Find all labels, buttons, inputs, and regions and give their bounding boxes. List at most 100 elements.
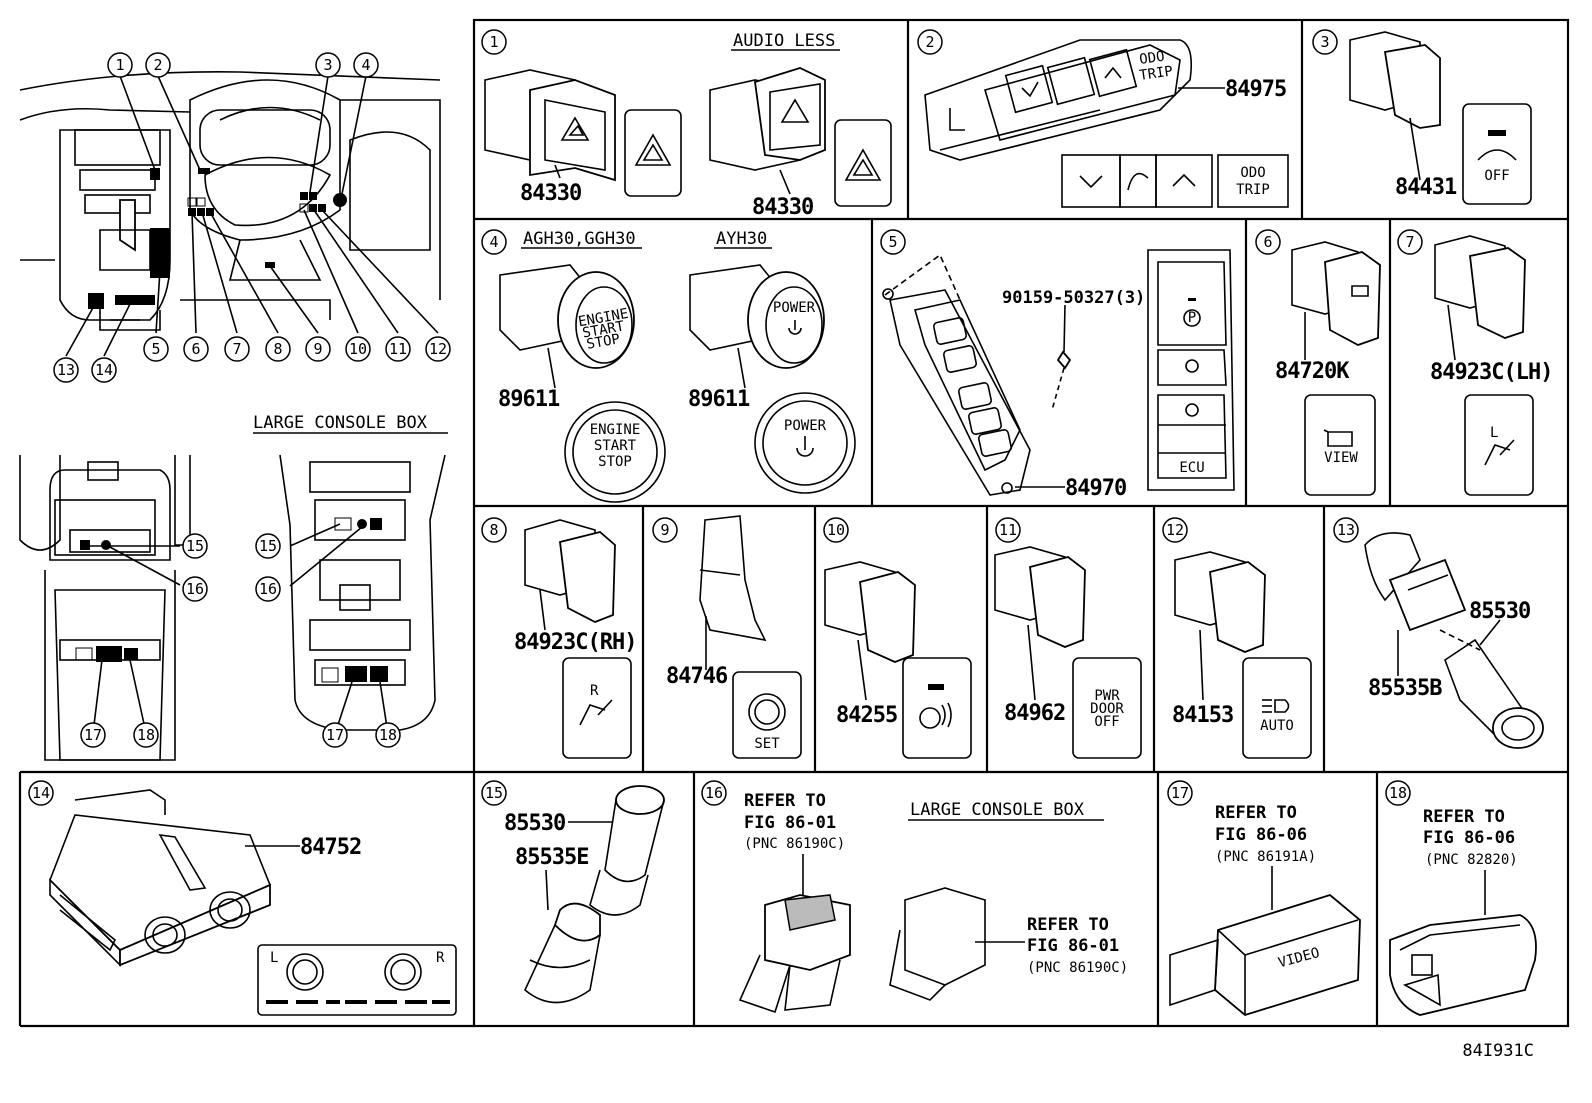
overview-callout-9: 9: [305, 336, 331, 362]
panel-1-title: AUDIO LESS: [733, 31, 835, 51]
panel-4-variant-b: AYH30: [716, 229, 767, 249]
overview-callout-7-label: 7: [232, 340, 241, 358]
console-callout-16-a: 16: [182, 576, 208, 602]
panel-3-number: 3: [1312, 29, 1338, 55]
panel-16-title: LARGE CONSOLE BOX: [910, 800, 1085, 820]
panel-6-number-label: 6: [1263, 233, 1272, 251]
panel-4-part-a: 89611: [498, 387, 560, 412]
console-callout-16-a-label: 16: [186, 580, 204, 598]
panel-17: REFER TO FIG 86-06 (PNC 86191A) VIDEO: [1169, 803, 1361, 1017]
overview-callout-11-label: 11: [389, 340, 407, 358]
panel-4-variant-a: AGH30,GGH30: [523, 229, 636, 249]
panel-6-btn: VIEW: [1324, 450, 1358, 466]
panel-18-ref-1: REFER TO: [1423, 807, 1505, 827]
panel-5-bolt: 90159-50327(3): [1002, 288, 1145, 308]
panel-7-number-label: 7: [1405, 233, 1414, 251]
panel-2: ODO TRIP ODO TRIP 84975: [924, 39, 1289, 208]
panel-4-btn-b: POWER: [784, 418, 827, 434]
overview-callout-10-label: 10: [349, 340, 367, 358]
panel-5-number-label: 5: [888, 233, 897, 251]
panel-8-btn: R: [590, 683, 599, 699]
panel-14-part: 84752: [300, 835, 361, 860]
panel-4-btn-a2: START: [594, 438, 637, 454]
panel-18: REFER TO FIG 86-06 (PNC 82820): [1389, 807, 1537, 1016]
panel-10-number: 10: [823, 517, 849, 543]
panel-18-number-label: 18: [1389, 784, 1407, 802]
panel-17-ref-3: (PNC 86191A): [1215, 849, 1316, 865]
panel-9-number: 9: [652, 517, 678, 543]
panel-14-dial-r: R: [436, 950, 445, 966]
panel-4-small-b: POWER: [773, 300, 816, 316]
panel-2-trip: TRIP: [1236, 182, 1270, 198]
panel-7-part: 84923C(LH): [1430, 360, 1552, 385]
panel-8-part: 84923C(RH): [514, 630, 636, 655]
panel-1-part-b: 84330: [752, 195, 813, 220]
overview-callout-6: 6: [183, 336, 209, 362]
panel-4-number-label: 4: [489, 233, 498, 251]
panel-2-number-label: 2: [925, 33, 934, 51]
panel-11: PWR DOOR OFF 84962: [994, 546, 1142, 759]
panel-11-btn-2: DOOR: [1090, 701, 1124, 717]
overview-callout-5: 5: [143, 336, 169, 362]
panel-9-btn: SET: [754, 736, 780, 752]
panel-1-number-label: 1: [489, 33, 498, 51]
panel-16: REFER TO FIG 86-01 (PNC 86190C) LARGE CO…: [738, 791, 1128, 1014]
panel-16-ref-b-3: (PNC 86190C): [1027, 960, 1128, 976]
panel-3-btn: OFF: [1484, 168, 1509, 184]
panel-6: VIEW 84720K: [1275, 241, 1381, 496]
panel-3-part: 84431: [1395, 175, 1457, 200]
panel-7-number: 7: [1397, 229, 1423, 255]
panel-18-ref-2: FIG 86-06: [1423, 828, 1515, 848]
console-callout-18-b-label: 18: [379, 726, 397, 744]
panel-15-part-b: 85535E: [515, 845, 588, 870]
panel-7-btn: L: [1490, 425, 1498, 441]
panel-17-number: 17: [1167, 780, 1193, 806]
panel-14: L R 84752: [49, 789, 457, 1016]
console-callout-15-a-label: 15: [186, 537, 204, 555]
panel-14-number: 14: [28, 780, 54, 806]
overview-callout-6-label: 6: [191, 340, 200, 358]
panel-5-part: 84970: [1065, 476, 1126, 501]
panel-13-part-a: 85530: [1469, 599, 1530, 624]
panel-8-number-label: 8: [489, 521, 498, 539]
panel-15-part-a: 85530: [504, 811, 565, 836]
overview-callout-9-label: 9: [313, 340, 322, 358]
panel-14-number-label: 14: [32, 784, 50, 802]
console-callout-18-a: 18: [133, 722, 159, 748]
panel-2-odo: ODO: [1240, 165, 1265, 181]
panel-4: AGH30,GGH30 AYH30 ENGINE START STOP POWE…: [498, 229, 856, 503]
console-callout-16-b-label: 16: [259, 580, 277, 598]
panel-10-part: 84255: [836, 703, 897, 728]
overview-callout-5-label: 5: [151, 340, 160, 358]
console-callout-17-b-label: 17: [326, 726, 344, 744]
panel-17-ref-2: FIG 86-06: [1215, 825, 1307, 845]
console-callout-15-a: 15: [182, 533, 208, 559]
overview-callout-7: 7: [224, 336, 250, 362]
panel-16-ref-b-2: FIG 86-01: [1027, 936, 1119, 956]
panel-11-btn-1: PWR: [1094, 688, 1120, 704]
panel-4-small-a3: STOP: [585, 331, 621, 353]
panel-2-number: 2: [917, 29, 943, 55]
panel-4-btn-a1: ENGINE: [590, 422, 641, 438]
panel-5-ecu: ECU: [1179, 460, 1204, 476]
panel-3: OFF 84431: [1349, 31, 1532, 205]
overview-callout-11: 11: [385, 336, 411, 362]
panel-16-number-label: 16: [705, 784, 723, 802]
panel-grid: [18, 18, 1570, 1028]
overview-callout-3-label: 3: [323, 56, 332, 74]
console-callout-18-a-label: 18: [137, 726, 155, 744]
panel-5-number: 5: [880, 229, 906, 255]
panel-16-ref-a-3: (PNC 86190C): [744, 836, 845, 852]
panel-16-ref-b-1: REFER TO: [1027, 915, 1109, 935]
large-console-title: LARGE CONSOLE BOX: [253, 413, 428, 433]
panel-2-odo-small: ODO: [1138, 49, 1165, 68]
panel-2-trip-small: TRIP: [1138, 63, 1174, 84]
overview-callout-1: 1: [107, 52, 133, 78]
overview-callout-8-label: 8: [273, 340, 282, 358]
panel-4-number: 4: [481, 229, 507, 255]
panel-5-p: P: [1188, 310, 1196, 326]
